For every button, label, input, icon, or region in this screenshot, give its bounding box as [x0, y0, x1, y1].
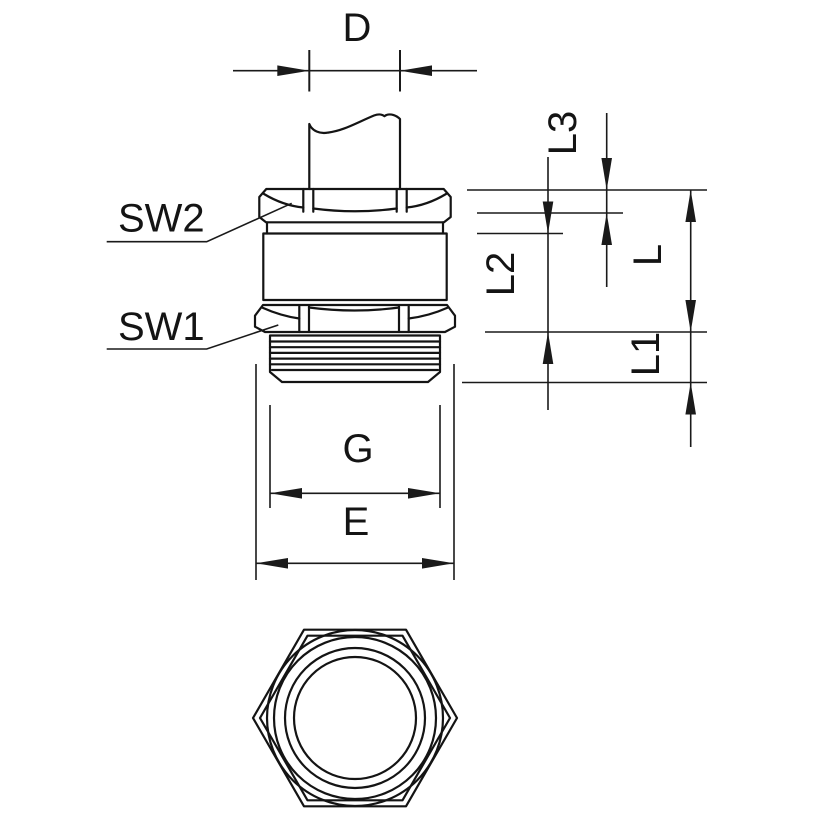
sw2-leader-line: [106, 202, 293, 243]
e-extension-lines: [255, 364, 455, 580]
sw1-nut-outline: [253, 303, 457, 334]
g-arrow-right: [408, 488, 440, 499]
sw1-leader-line: [106, 324, 279, 350]
sw2-nut-facet-lines: [302, 187, 408, 213]
l2-arrow-up: [542, 332, 554, 364]
e-arrow-right: [422, 558, 454, 569]
dimension-layer: D L3 L2: [106, 6, 707, 580]
dimension-e: E: [255, 364, 455, 580]
l-arrow-up: [685, 190, 696, 222]
gland-body: [262, 232, 448, 302]
l2-arrow-down: [542, 201, 554, 234]
outer-hexagon-sw1: [251, 628, 459, 808]
d-arrow-right: [400, 65, 432, 76]
label-sw2: SW2: [118, 197, 205, 241]
label-sw1: SW1: [118, 305, 205, 349]
label-g: G: [342, 427, 373, 471]
sw2-nut-chamfer-arcs: [262, 192, 448, 213]
sw1-nut-chamfer-arcs: [260, 306, 450, 320]
l3-arrow-up: [601, 213, 612, 245]
bore-circle: [292, 655, 418, 781]
callout-sw1: SW1: [106, 305, 279, 350]
sw2-washer-band: [265, 221, 445, 235]
label-l: L: [626, 244, 670, 266]
l1-arrow-up: [685, 382, 696, 415]
g-arrow-left: [270, 488, 302, 499]
thread-chamfer-circle: [283, 646, 427, 790]
l3-arrow-down: [601, 158, 612, 190]
thread-outline: [268, 334, 442, 384]
d-extension-ticks: [308, 50, 401, 92]
dimension-l1: L1: [624, 332, 696, 415]
chamfer-circle-sw1: [265, 628, 445, 808]
cable-stub: [308, 113, 402, 191]
thread-ridge-lines: [268, 340, 442, 372]
d-arrow-left: [277, 65, 310, 76]
side-view: [253, 113, 457, 384]
inner-hexagon-sw2: [258, 634, 452, 802]
dimension-g: G: [269, 405, 441, 508]
label-l2: L2: [479, 252, 523, 297]
dimension-l2: L2: [479, 157, 554, 410]
callout-sw2: SW2: [106, 197, 293, 243]
label-l3: L3: [541, 111, 585, 156]
g-extension-lines: [269, 405, 441, 508]
bottom-view: [251, 628, 459, 808]
dimension-l3: L3: [541, 111, 612, 287]
label-d: D: [343, 6, 372, 50]
dimension-l: L: [626, 190, 696, 447]
dimension-d: D: [233, 6, 477, 92]
l-arrow-down: [685, 300, 696, 332]
thread-circle: [272, 635, 438, 801]
label-e: E: [343, 500, 370, 544]
e-arrow-left: [256, 558, 288, 569]
label-l1: L1: [624, 332, 668, 377]
sw2-nut-outline: [258, 187, 452, 224]
